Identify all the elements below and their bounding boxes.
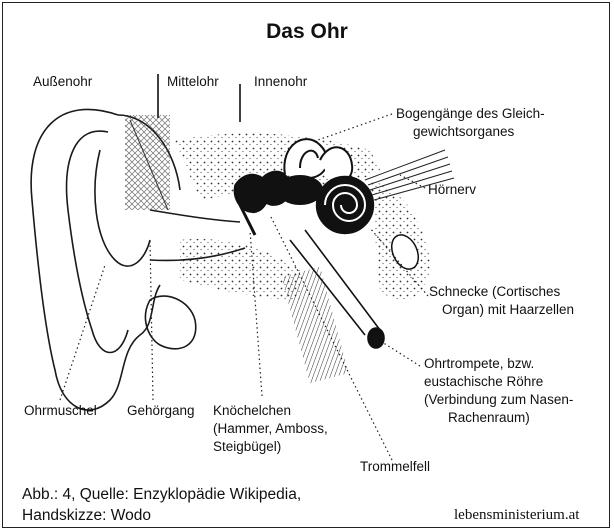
label-eustachian-tube-4: Rachenraum) <box>448 410 530 426</box>
label-cochlea-1: Schnecke (Cortisches <box>429 284 560 300</box>
label-inner-ear: Innenohr <box>254 74 307 90</box>
label-semicircular-canals-2: gewichtsorganes <box>413 124 514 140</box>
label-auricle: Ohrmuschel <box>24 403 97 419</box>
label-middle-ear: Mittelohr <box>167 74 219 90</box>
label-ossicles-2: (Hammer, Amboss, <box>213 421 328 437</box>
label-ear-canal: Gehörgang <box>127 403 195 419</box>
label-ossicles-3: Steigbügel) <box>213 439 281 455</box>
cochlea-drawing <box>317 177 373 233</box>
label-eustachian-tube-3: (Verbindung zum Nasen- <box>424 392 573 408</box>
source-line-1: Abb.: 4, Quelle: Enzyklopädie Wikipedia, <box>22 484 301 505</box>
label-outer-ear: Außenohr <box>33 74 92 90</box>
label-cochlea-2: Organ) mit Haarzellen <box>442 302 574 318</box>
source-line-2: Handskizze: Wodo <box>22 505 151 526</box>
label-eardrum: Trommelfell <box>360 459 430 475</box>
credit-text: lebensministerium.at <box>454 507 579 524</box>
label-eustachian-tube-2: eustachische Röhre <box>424 374 543 390</box>
label-eustachian-tube-1: Ohrtrompete, bzw. <box>424 356 534 372</box>
label-ossicles-1: Knöchelchen <box>213 403 291 419</box>
label-semicircular-canals-1: Bogengänge des Gleich- <box>396 106 545 122</box>
label-auditory-nerve: Hörnerv <box>428 182 476 198</box>
